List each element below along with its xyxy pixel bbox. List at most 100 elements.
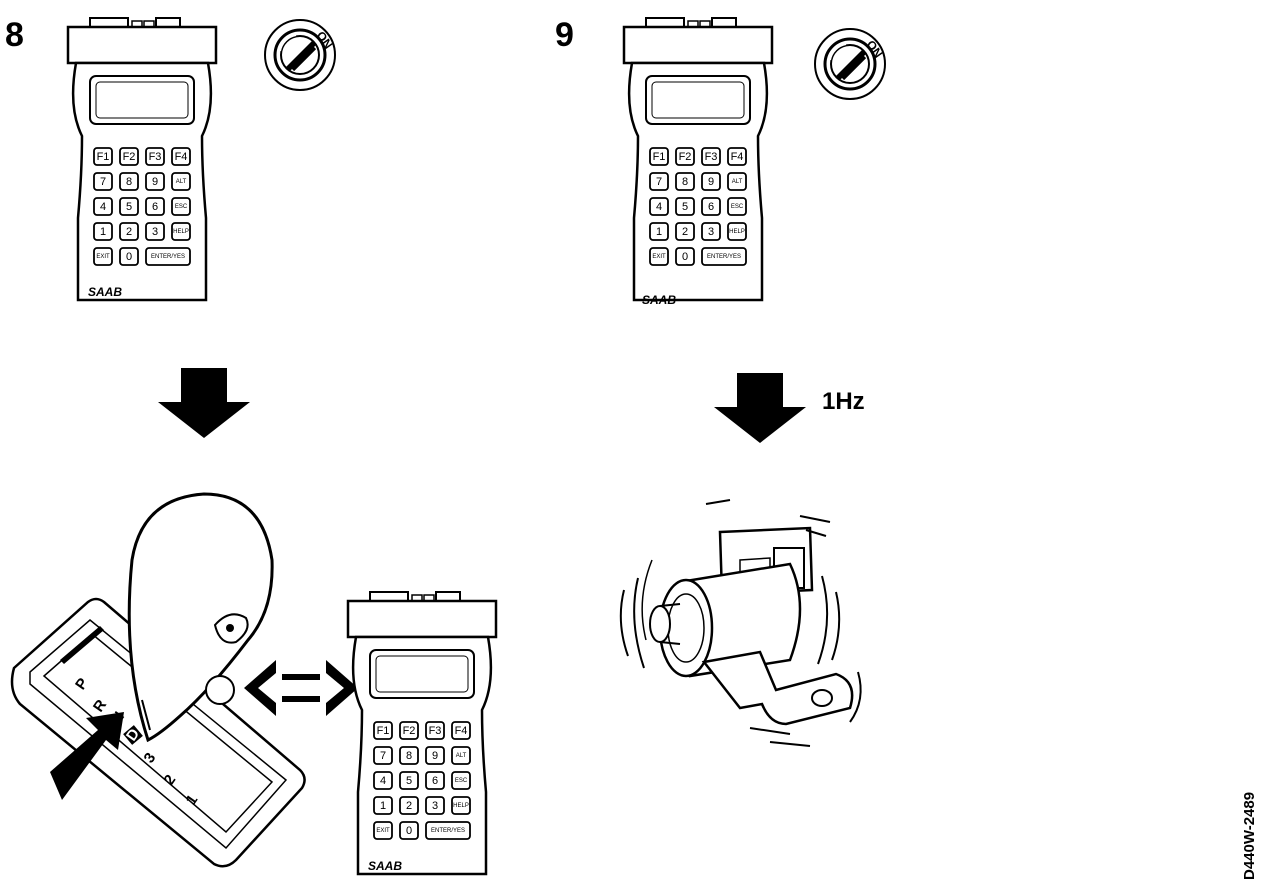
tester-key-label: 6: [432, 775, 438, 787]
tester-key: [171, 222, 191, 241]
tester-key: [399, 771, 419, 790]
tester-key-label: 6: [152, 201, 158, 213]
tester-key: [171, 172, 191, 191]
tester-key-label: ENTER/YES: [151, 254, 185, 260]
tester-key: [399, 721, 419, 740]
tester-key-label: F2: [403, 725, 416, 737]
tester-key-label: 7: [656, 176, 662, 188]
tester-key: [171, 197, 191, 216]
tester-key: [675, 197, 695, 216]
tester-key: [145, 147, 165, 166]
diagnostic-tester-step9: SAAB: [622, 16, 774, 307]
step-8-number: 8: [5, 16, 24, 54]
tester-key: [171, 147, 191, 166]
tester-key: [399, 796, 419, 815]
tester-key-label: 1: [380, 800, 386, 812]
tester-key: [119, 172, 139, 191]
tester-key-label: F2: [679, 151, 692, 163]
tester-key: [701, 247, 747, 266]
tester-key-label: ENTER/YES: [431, 828, 465, 834]
tester-key: [425, 746, 445, 765]
tester-key: [649, 172, 669, 191]
tester-key: [145, 247, 191, 266]
tester-key: [451, 721, 471, 740]
tester-key-label: ENTER/YES: [707, 254, 741, 260]
solenoid-vibrating: [619, 499, 862, 747]
tester-key-label: F3: [705, 151, 718, 163]
ignition-lock-step8: ON: [265, 20, 335, 90]
tester-key: [727, 172, 747, 191]
tester-key-label: 5: [126, 201, 132, 213]
down-arrow-icon: [714, 373, 806, 443]
tester-key-label: 0: [126, 251, 132, 263]
tester-key-label: 2: [406, 800, 412, 812]
tester-key: [675, 147, 695, 166]
tester-key-label: HELP: [729, 229, 745, 235]
tester-key-label: F1: [377, 725, 390, 737]
tester-key-label: F4: [731, 151, 744, 163]
tester-key: [649, 147, 669, 166]
tester-key-label: F1: [653, 151, 666, 163]
tester-key-label: 8: [682, 176, 688, 188]
tester-key-label: 5: [682, 201, 688, 213]
tester-key: [119, 197, 139, 216]
tester-key: [373, 796, 393, 815]
tester-key: [649, 197, 669, 216]
tester-key: [649, 247, 669, 266]
tester-key-label: F3: [149, 151, 162, 163]
tester-key-label: F4: [455, 725, 468, 737]
tester-key-label: 0: [682, 251, 688, 263]
tester-key-label: F2: [123, 151, 136, 163]
tester-key: [93, 247, 113, 266]
double-arrow-icon: [244, 660, 358, 716]
tester-key-label: 3: [432, 800, 438, 812]
tester-key: [145, 222, 165, 241]
tester-key-label: 5: [406, 775, 412, 787]
ignition-lock-step9: ON: [815, 29, 885, 99]
tester-key-label: F1: [97, 151, 110, 163]
tester-key: [425, 796, 445, 815]
tester-key: [451, 796, 471, 815]
tester-key-label: EXIT: [652, 254, 666, 260]
frequency-label: 1Hz: [822, 388, 865, 415]
tester-key: [119, 222, 139, 241]
tester-key: [373, 821, 393, 840]
tester-key: [425, 821, 471, 840]
tester-key: [373, 721, 393, 740]
tester-key: [701, 197, 721, 216]
tester-key: [675, 172, 695, 191]
tester-key: [727, 147, 747, 166]
tester-key: [93, 147, 113, 166]
tester-key: [701, 222, 721, 241]
tester-key-label: 2: [682, 226, 688, 238]
tester-key: [145, 197, 165, 216]
diagnostic-tester-second: SAAB: [346, 590, 498, 876]
insert-arrow-icon: [50, 712, 124, 800]
tester-key-label: ESC: [175, 204, 188, 210]
tester-key-label: ALT: [732, 179, 743, 185]
tester-key: [145, 172, 165, 191]
tester-key-label: F4: [175, 151, 188, 163]
tester-key: [425, 721, 445, 740]
tester-key-label: 4: [656, 201, 662, 213]
tester-key: [93, 222, 113, 241]
tester-key: [451, 771, 471, 790]
tester-key-label: HELP: [173, 229, 189, 235]
tester-key: [93, 197, 113, 216]
tester-key-label: ESC: [455, 778, 468, 784]
tester-key: [93, 172, 113, 191]
tester-key: [649, 222, 669, 241]
tester-key-label: 3: [708, 226, 714, 238]
reference-code: D440W-2489: [1241, 792, 1258, 880]
tester-key-label: 9: [708, 176, 714, 188]
tester-key: [425, 771, 445, 790]
tester-key: [701, 147, 721, 166]
tester-key: [399, 746, 419, 765]
tester-key-label: EXIT: [96, 254, 110, 260]
tester-key-label: 4: [380, 775, 386, 787]
tester-key-label: 7: [380, 750, 386, 762]
tester-key-label: 0: [406, 825, 412, 837]
tester-key-label: 2: [126, 226, 132, 238]
